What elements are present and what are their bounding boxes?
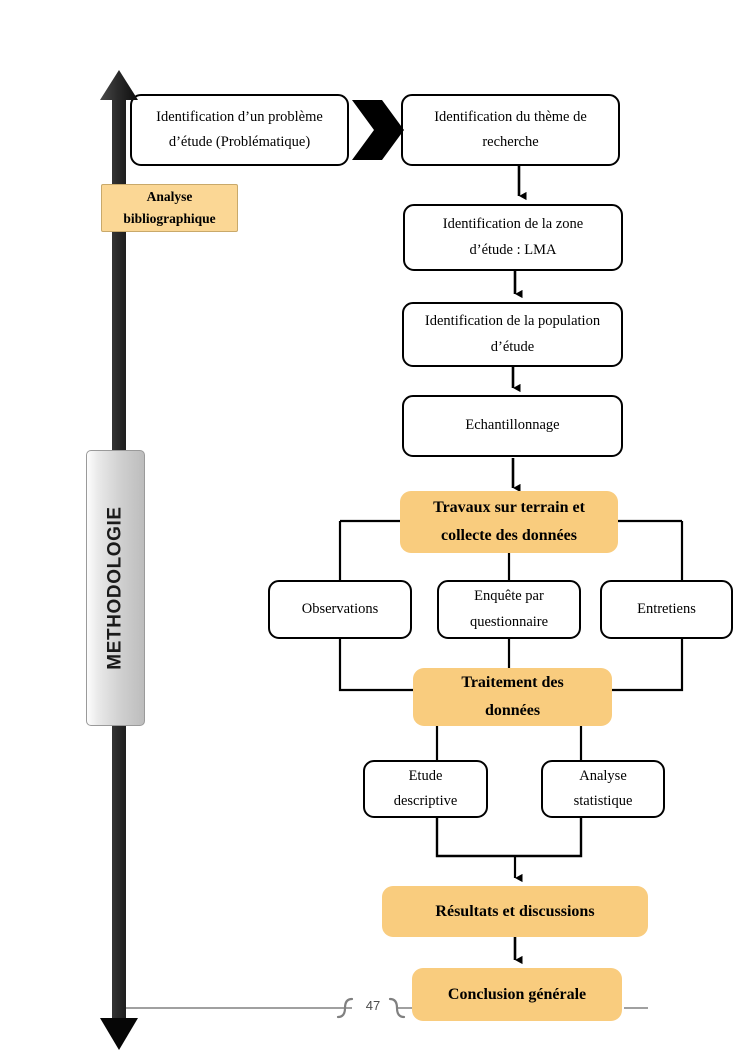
node-echantillonnage[interactable]: Echantillonnage xyxy=(402,395,623,457)
node-probleme-label: Identification d’un problème d’étude (Pr… xyxy=(156,108,323,150)
node-zone[interactable]: Identification de la zone d’étude : LMA xyxy=(403,204,623,271)
page-footer-rule xyxy=(112,997,648,1019)
node-probleme[interactable]: Identification d’un problème d’étude (Pr… xyxy=(130,94,349,166)
node-resultats-label: Résultats et discussions xyxy=(435,902,595,920)
node-conclusion[interactable]: Conclusion générale xyxy=(412,968,622,1021)
edge-etude-merge xyxy=(435,818,583,858)
node-population-label: Identification de la population d’étude xyxy=(424,313,601,355)
chevron-right-icon xyxy=(352,100,404,160)
node-population[interactable]: Identification de la population d’étude xyxy=(402,302,623,367)
methodologie-band: METHODOLOGIE xyxy=(86,450,145,726)
node-theme-label: Identification du thème de recherche xyxy=(434,108,587,150)
node-analyse-bibliographique-label: Analyse bibliographique xyxy=(123,189,216,226)
node-conclusion-label: Conclusion générale xyxy=(447,985,587,1003)
node-observations[interactable]: Observations xyxy=(268,580,412,639)
node-theme[interactable]: Identification du thème de recherche xyxy=(401,94,620,166)
node-analyse-statistique[interactable]: Analyse statistique xyxy=(541,760,665,818)
node-entretiens-label: Entretiens xyxy=(637,600,696,617)
node-observations-label: Observations xyxy=(301,600,379,617)
node-traitement-label: Traitement des données xyxy=(461,674,564,719)
node-echantillonnage-label: Echantillonnage xyxy=(465,417,560,434)
node-analyse-statistique-label: Analyse statistique xyxy=(573,767,633,809)
node-etude-descriptive[interactable]: Etude descriptive xyxy=(363,760,488,818)
node-resultats[interactable]: Résultats et discussions xyxy=(382,886,648,937)
node-entretiens[interactable]: Entretiens xyxy=(600,580,733,639)
page-number: 47 xyxy=(365,998,381,1013)
node-travaux[interactable]: Travaux sur terrain et collecte des donn… xyxy=(400,491,618,553)
node-travaux-label: Travaux sur terrain et collecte des donn… xyxy=(433,499,585,544)
edge-entretiens-traitement xyxy=(601,639,684,692)
edge-observations-traitement xyxy=(338,639,427,692)
node-zone-label: Identification de la zone d’étude : LMA xyxy=(442,216,584,258)
node-analyse-bibliographique[interactable]: Analyse bibliographique xyxy=(101,184,238,232)
node-enquete[interactable]: Enquête par questionnaire xyxy=(437,580,581,639)
node-traitement[interactable]: Traitement des données xyxy=(413,668,612,726)
node-enquete-label: Enquête par questionnaire xyxy=(469,588,549,630)
node-etude-descriptive-label: Etude descriptive xyxy=(393,767,458,809)
